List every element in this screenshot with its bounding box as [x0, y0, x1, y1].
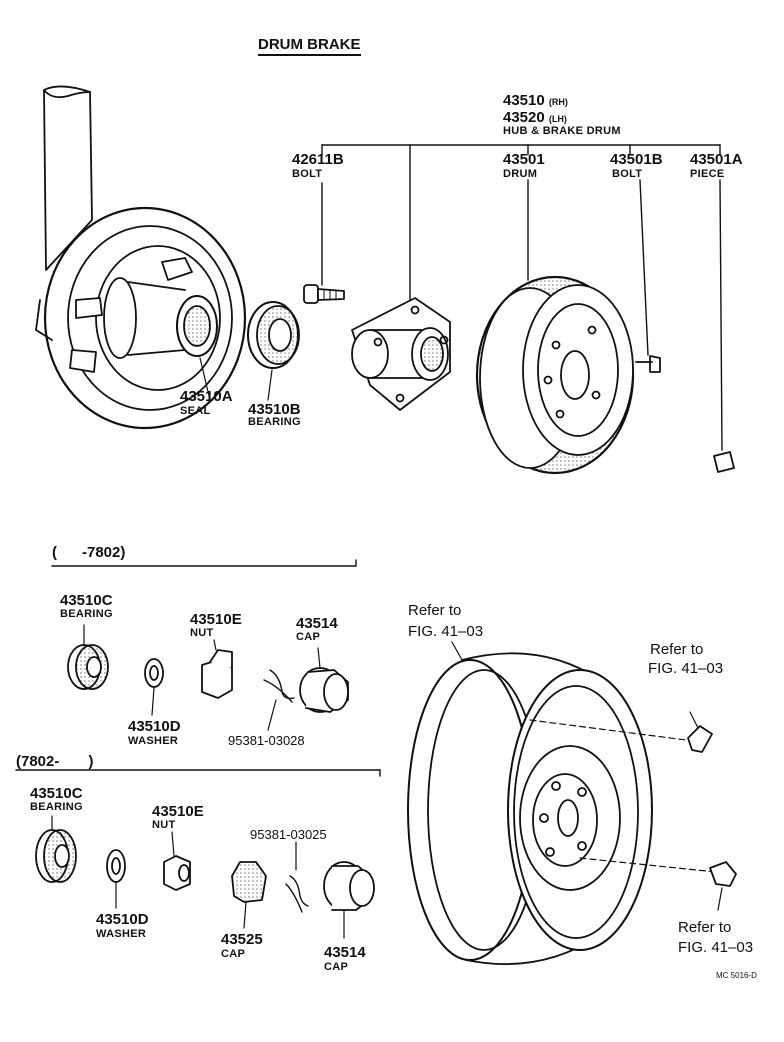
early-nut-number: 43510E — [190, 611, 242, 628]
drum-bolt-drawing — [635, 355, 661, 373]
drum-name: DRUM — [503, 168, 538, 180]
bolt-drum-number: 43501B — [610, 151, 663, 168]
late-nut-name: NUT — [152, 819, 176, 831]
late-washer-name: WASHER — [96, 928, 147, 940]
drum-number: 43501 — [503, 151, 545, 168]
late-bearing-number: 43510C — [30, 785, 83, 802]
backing-plate-spindle — [35, 85, 247, 430]
late-group-drawings — [35, 829, 375, 913]
hub-assembly-number-lh: 43520 (LH) — [503, 109, 567, 126]
early-pin-number: 95381-03028 — [228, 733, 305, 748]
hub-bolt-drawing — [303, 284, 345, 304]
late-range-label: (7802- ) — [16, 753, 94, 770]
early-cap-name: CAP — [296, 631, 321, 643]
bearing-inner-name: BEARING — [248, 416, 301, 428]
bearing-inner-number: 43510B — [248, 401, 301, 418]
inner-bearing-drawing — [247, 301, 300, 369]
early-bearing-number: 43510C — [60, 592, 113, 609]
hub-drawing — [351, 297, 451, 411]
wheel-ref-line1: Refer to — [408, 602, 462, 619]
seal-number: 43510A — [180, 388, 233, 405]
seal-name: SEAL — [180, 405, 211, 417]
early-range-label: ( -7802) — [52, 544, 126, 561]
late-nut-number: 43510E — [152, 803, 204, 820]
wheel-nut-drawing — [709, 861, 737, 911]
hub-assembly-number-rh: 43510 (RH) — [503, 92, 568, 109]
late-cap-name: CAP — [324, 961, 349, 973]
piece-name: PIECE — [690, 168, 725, 180]
early-washer-number: 43510D — [128, 718, 181, 735]
range-bracket-early — [51, 559, 357, 567]
early-nut-name: NUT — [190, 627, 214, 639]
wheel-drawing — [407, 641, 717, 965]
early-bearing-name: BEARING — [60, 608, 113, 620]
bolt-hub-number: 42611B — [292, 151, 344, 168]
late-washer-number: 43510D — [96, 911, 149, 928]
early-cap-number: 43514 — [296, 615, 338, 632]
early-group-drawings — [67, 644, 349, 713]
lh-tag: (LH) — [548, 114, 567, 124]
brake-drum-drawing — [475, 275, 635, 475]
leader-lines-top — [321, 144, 723, 451]
piece-drawing — [713, 451, 735, 473]
upper-right-ref-line1: Refer to — [650, 641, 704, 658]
page-title: DRUM BRAKE — [258, 37, 361, 56]
bolt-hub-name: BOLT — [292, 168, 323, 180]
leader-lines-bottom — [51, 357, 345, 939]
bolt-drum-name: BOLT — [612, 168, 643, 180]
late-cap-number: 43514 — [324, 944, 366, 961]
early-washer-name: WASHER — [128, 735, 179, 747]
valve-stem-drawing — [687, 711, 713, 753]
late-caplock-name: CAP — [221, 948, 246, 960]
hub-assembly-name: HUB & BRAKE DRUM — [503, 125, 621, 137]
late-caplock-number: 43525 — [221, 931, 263, 948]
lower-right-ref-line2: FIG. 41–03 — [678, 939, 754, 956]
late-bearing-name: BEARING — [30, 801, 83, 813]
late-pin-number: 95381-03025 — [250, 827, 327, 842]
rh-tag: (RH) — [548, 97, 568, 107]
upper-right-ref-line2: FIG. 41–03 — [648, 660, 724, 677]
wheel-ref-line2: FIG. 41–03 — [408, 623, 484, 640]
range-bracket-late — [15, 769, 381, 777]
piece-number: 43501A — [690, 151, 743, 168]
figure-code: MC 5016-D — [716, 971, 757, 980]
lower-right-ref-line1: Refer to — [678, 919, 732, 936]
